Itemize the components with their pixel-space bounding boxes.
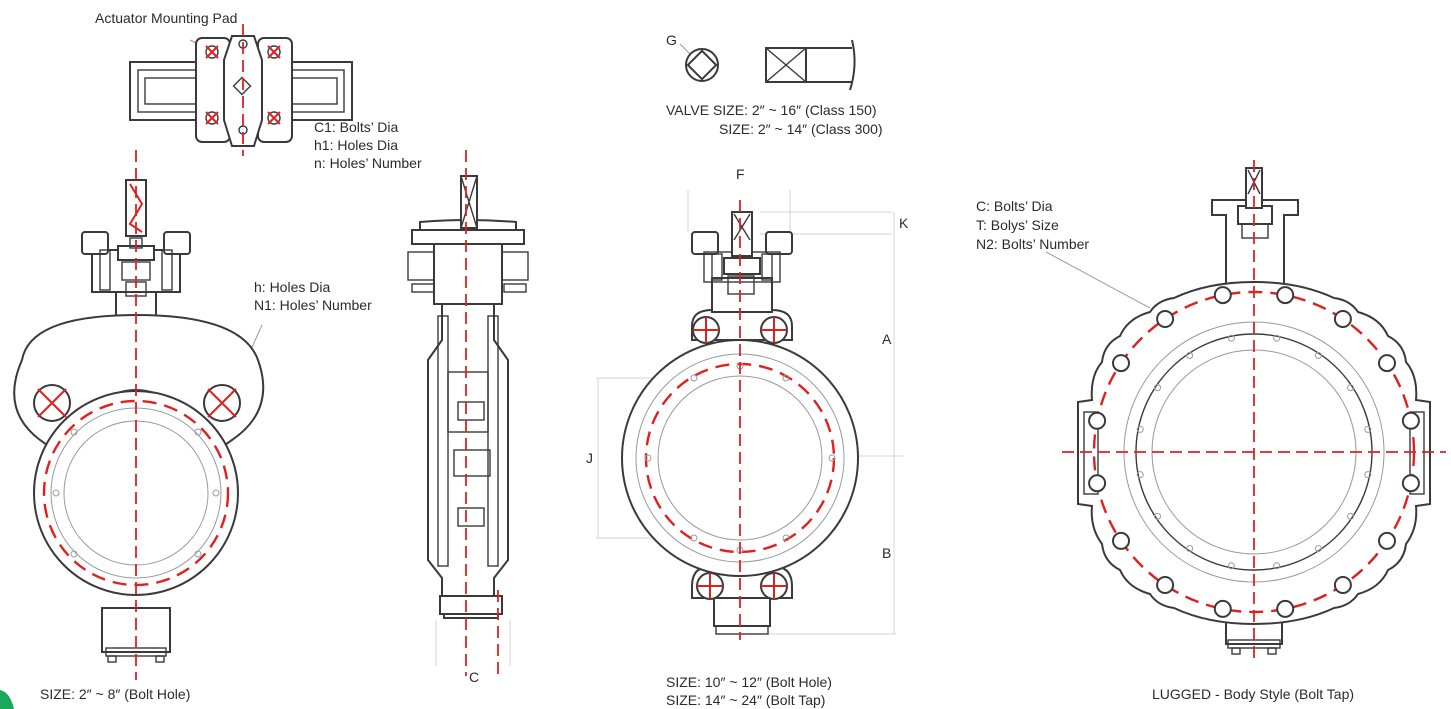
view4-legend-bolts-dia: C: Bolts’ Dia bbox=[976, 198, 1053, 214]
dimension-c-label: C bbox=[469, 669, 480, 685]
lug-bolt-hole bbox=[1088, 411, 1107, 430]
flange-hole-dots bbox=[1136, 334, 1372, 570]
lug-bolt-hole bbox=[1378, 531, 1396, 550]
flange-hole-dot bbox=[1364, 471, 1372, 479]
dimension-b-label: B bbox=[882, 545, 892, 561]
pad-legend-bolts-dia: C1: Bolts’ Dia bbox=[314, 119, 399, 135]
flange-hole-dot bbox=[1227, 334, 1235, 342]
bolt-hole-icon bbox=[692, 316, 788, 600]
pad-legend-holes-number: n: Holes’ Number bbox=[314, 155, 422, 171]
actuator-mounting-pad-view bbox=[129, 24, 353, 156]
stem-section-view bbox=[679, 39, 856, 91]
valve-view-4 bbox=[1045, 160, 1446, 660]
flange-hole-dot bbox=[1154, 384, 1161, 392]
lug-bolt-hole bbox=[1156, 576, 1175, 594]
actuator-pad-title: Actuator Mounting Pad bbox=[95, 10, 238, 26]
flange-hole-dot bbox=[1273, 562, 1281, 570]
dimension-j-label: J bbox=[586, 450, 593, 466]
flange-hole-dot bbox=[1314, 352, 1322, 359]
lug-bolt-hole bbox=[1112, 354, 1130, 373]
flange-hole-dot bbox=[1273, 334, 1281, 342]
lug-bolt-hole bbox=[1276, 286, 1295, 305]
lug-bolt-hole bbox=[1378, 354, 1396, 373]
view1-legend-holes-dia: h: Holes Dia bbox=[254, 279, 331, 295]
lug-bolt-hole bbox=[1276, 599, 1295, 618]
lug-bolt-icons bbox=[1088, 286, 1420, 618]
view3-caption-bolt-tap: SIZE: 14″ ~ 24″ (Bolt Tap) bbox=[666, 692, 826, 708]
bolt-hole-icon bbox=[33, 384, 241, 422]
lug-bolt-hole bbox=[1401, 411, 1420, 430]
pad-legend-holes-dia: h1: Holes Dia bbox=[314, 137, 399, 153]
valve-view-2 bbox=[407, 150, 529, 676]
lug-bolt-hole bbox=[1088, 474, 1107, 493]
view4-legend-bolts-size: T: Bolys’ Size bbox=[976, 217, 1059, 233]
flange-hole-dot bbox=[1364, 425, 1372, 433]
flange-hole-dot bbox=[1314, 545, 1322, 552]
view4-legend-bolts-number: N2: Bolts’ Number bbox=[976, 236, 1090, 252]
dimension-a-label: A bbox=[882, 331, 892, 347]
flange-hole-dot bbox=[1154, 512, 1161, 520]
flange-hole-dot bbox=[1186, 545, 1194, 552]
view4-caption: LUGGED - Body Style (Bolt Tap) bbox=[1152, 686, 1355, 702]
valve-view-3 bbox=[596, 190, 904, 640]
view1-legend-holes-number: N1: Holes’ Number bbox=[254, 297, 372, 313]
lug-bolt-hole bbox=[1156, 310, 1175, 328]
lug-bolt-hole bbox=[1213, 599, 1232, 618]
section-letter-g: G bbox=[666, 32, 677, 48]
valve-view-1 bbox=[13, 150, 265, 680]
mounting-bolt-icon bbox=[205, 45, 281, 125]
lug-bolt-hole bbox=[1333, 576, 1352, 594]
flange-hole-dot bbox=[1347, 512, 1354, 520]
view1-caption: SIZE: 2″ ~ 8″ (Bolt Hole) bbox=[40, 686, 191, 702]
lug-bolt-hole bbox=[1112, 531, 1130, 550]
lug-bolt-hole bbox=[1213, 286, 1232, 305]
flange-hole-dot bbox=[1136, 471, 1144, 479]
valve-size-class-150: VALVE SIZE: 2″ ~ 16″ (Class 150) bbox=[666, 102, 877, 118]
valve-size-class-300: SIZE: 2″ ~ 14″ (Class 300) bbox=[719, 121, 883, 137]
dimension-k-label: K bbox=[899, 215, 909, 231]
dimension-f-label: F bbox=[736, 166, 745, 182]
lug-bolt-hole bbox=[1333, 310, 1352, 328]
flange-hole-dot bbox=[1186, 352, 1194, 359]
flange-hole-dot bbox=[1227, 562, 1235, 570]
view3-caption-bolt-hole: SIZE: 10″ ~ 12″ (Bolt Hole) bbox=[666, 674, 832, 690]
flange-hole-dot bbox=[1347, 384, 1354, 392]
corner-accent bbox=[0, 690, 14, 709]
flange-hole-dot bbox=[1136, 425, 1144, 433]
lug-bolt-hole bbox=[1401, 474, 1420, 493]
